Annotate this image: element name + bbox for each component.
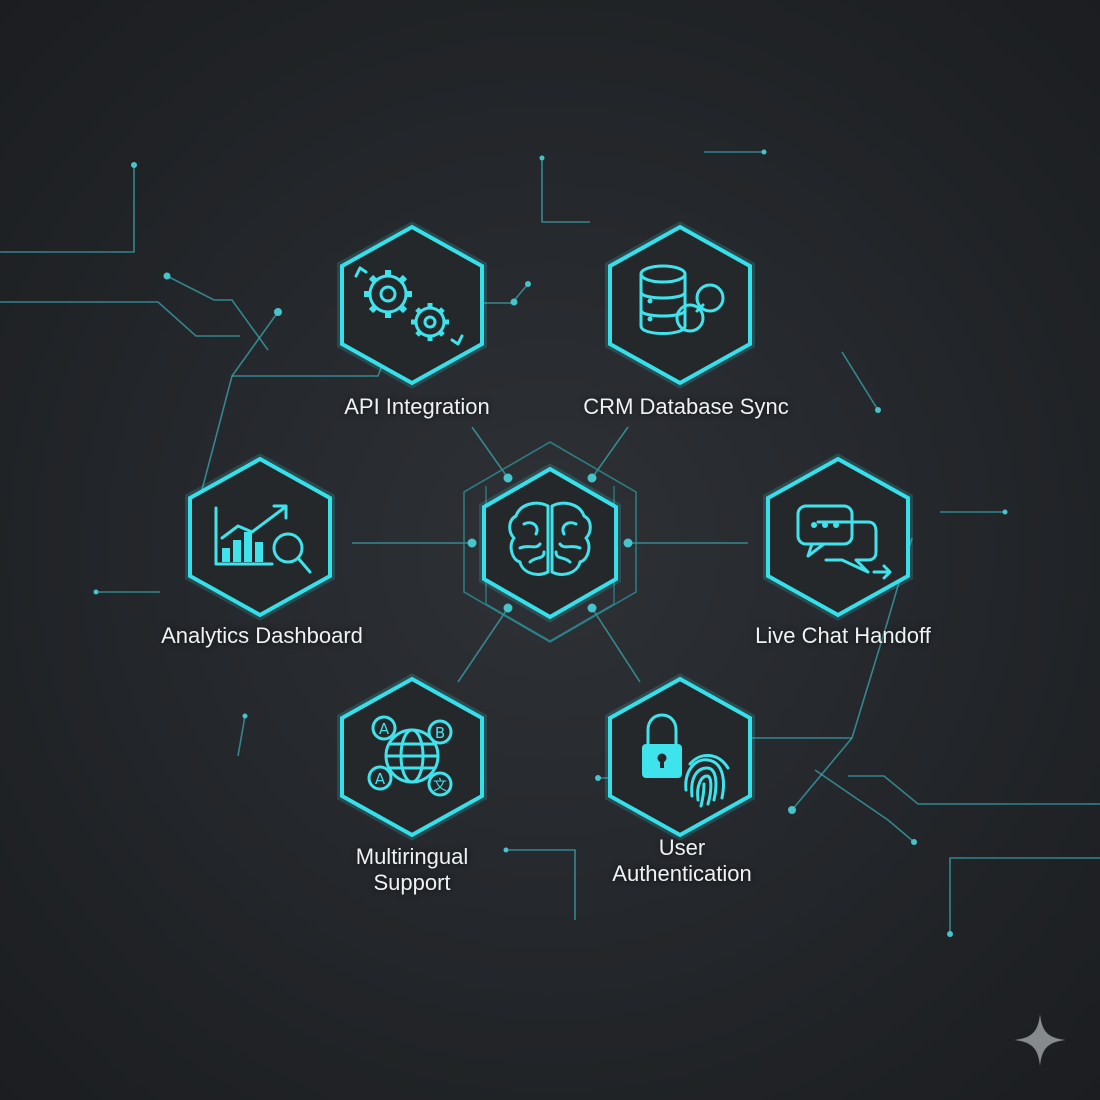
trace-node [1002,509,1008,515]
label-api-integration: API Integration [344,394,490,419]
trace-node [788,806,796,814]
trace-node [510,298,518,306]
svg-text:A: A [379,720,390,738]
circuit-traces [0,149,1100,937]
trace-node [595,775,601,781]
trace-node [911,839,917,845]
trace-line [841,351,879,411]
trace-line [541,158,590,223]
trace-node [761,149,767,155]
node-multilingual-support[interactable]: A B A 文 [337,673,487,841]
trace-node [242,713,248,719]
trace-node [163,272,171,280]
trace-node [947,931,953,937]
label-analytics-dashboard: Analytics Dashboard [161,623,363,648]
label-user-authentication: User Authentication [612,835,751,887]
trace-line [0,165,135,253]
chart-magnifier-icon [214,504,312,574]
lock-fingerprint-icon [642,713,730,808]
svg-text:B: B [435,724,445,742]
trace-line [848,775,1100,805]
node-api-integration[interactable] [337,221,487,389]
sparkle-icon [1014,1014,1066,1066]
central-hub [463,441,637,643]
connector-auth [591,607,641,683]
gears-icon [354,266,464,346]
label-line: Support [373,870,451,895]
node-analytics-dashboard[interactable] [185,453,335,621]
label-live-chat-handoff: Live Chat Handoff [755,623,931,648]
trace-node [525,281,531,287]
connector-multilingual [457,607,509,683]
trace-line [237,715,246,757]
label-line: Authentication [612,861,752,886]
trace-node [131,162,137,168]
trace-node [93,589,99,595]
trace-line [166,275,269,351]
node-crm-database-sync[interactable] [605,221,755,389]
label-line: User [658,835,706,860]
trace-node [503,847,509,853]
database-link-icon [639,264,725,335]
brain-icon [508,501,592,576]
node-user-authentication[interactable] [605,673,755,841]
trace-line [949,857,1100,934]
trace-node [875,407,881,413]
chat-bubbles-icon [796,504,892,580]
trace-node [539,155,545,161]
trace-line [506,849,576,920]
label-crm-database-sync: CRM Database Sync [583,394,789,419]
label-line: Multiringual [355,844,469,869]
svg-text:A: A [375,770,386,788]
trace-line [814,769,915,843]
globe-translate-icon: A B A 文 [367,715,453,797]
label-multilingual-support: Multiringual Support [356,844,469,896]
node-live-chat-handoff[interactable] [763,453,913,621]
trace-node [274,308,282,316]
trace-line [0,301,240,337]
svg-text:文: 文 [433,778,447,794]
